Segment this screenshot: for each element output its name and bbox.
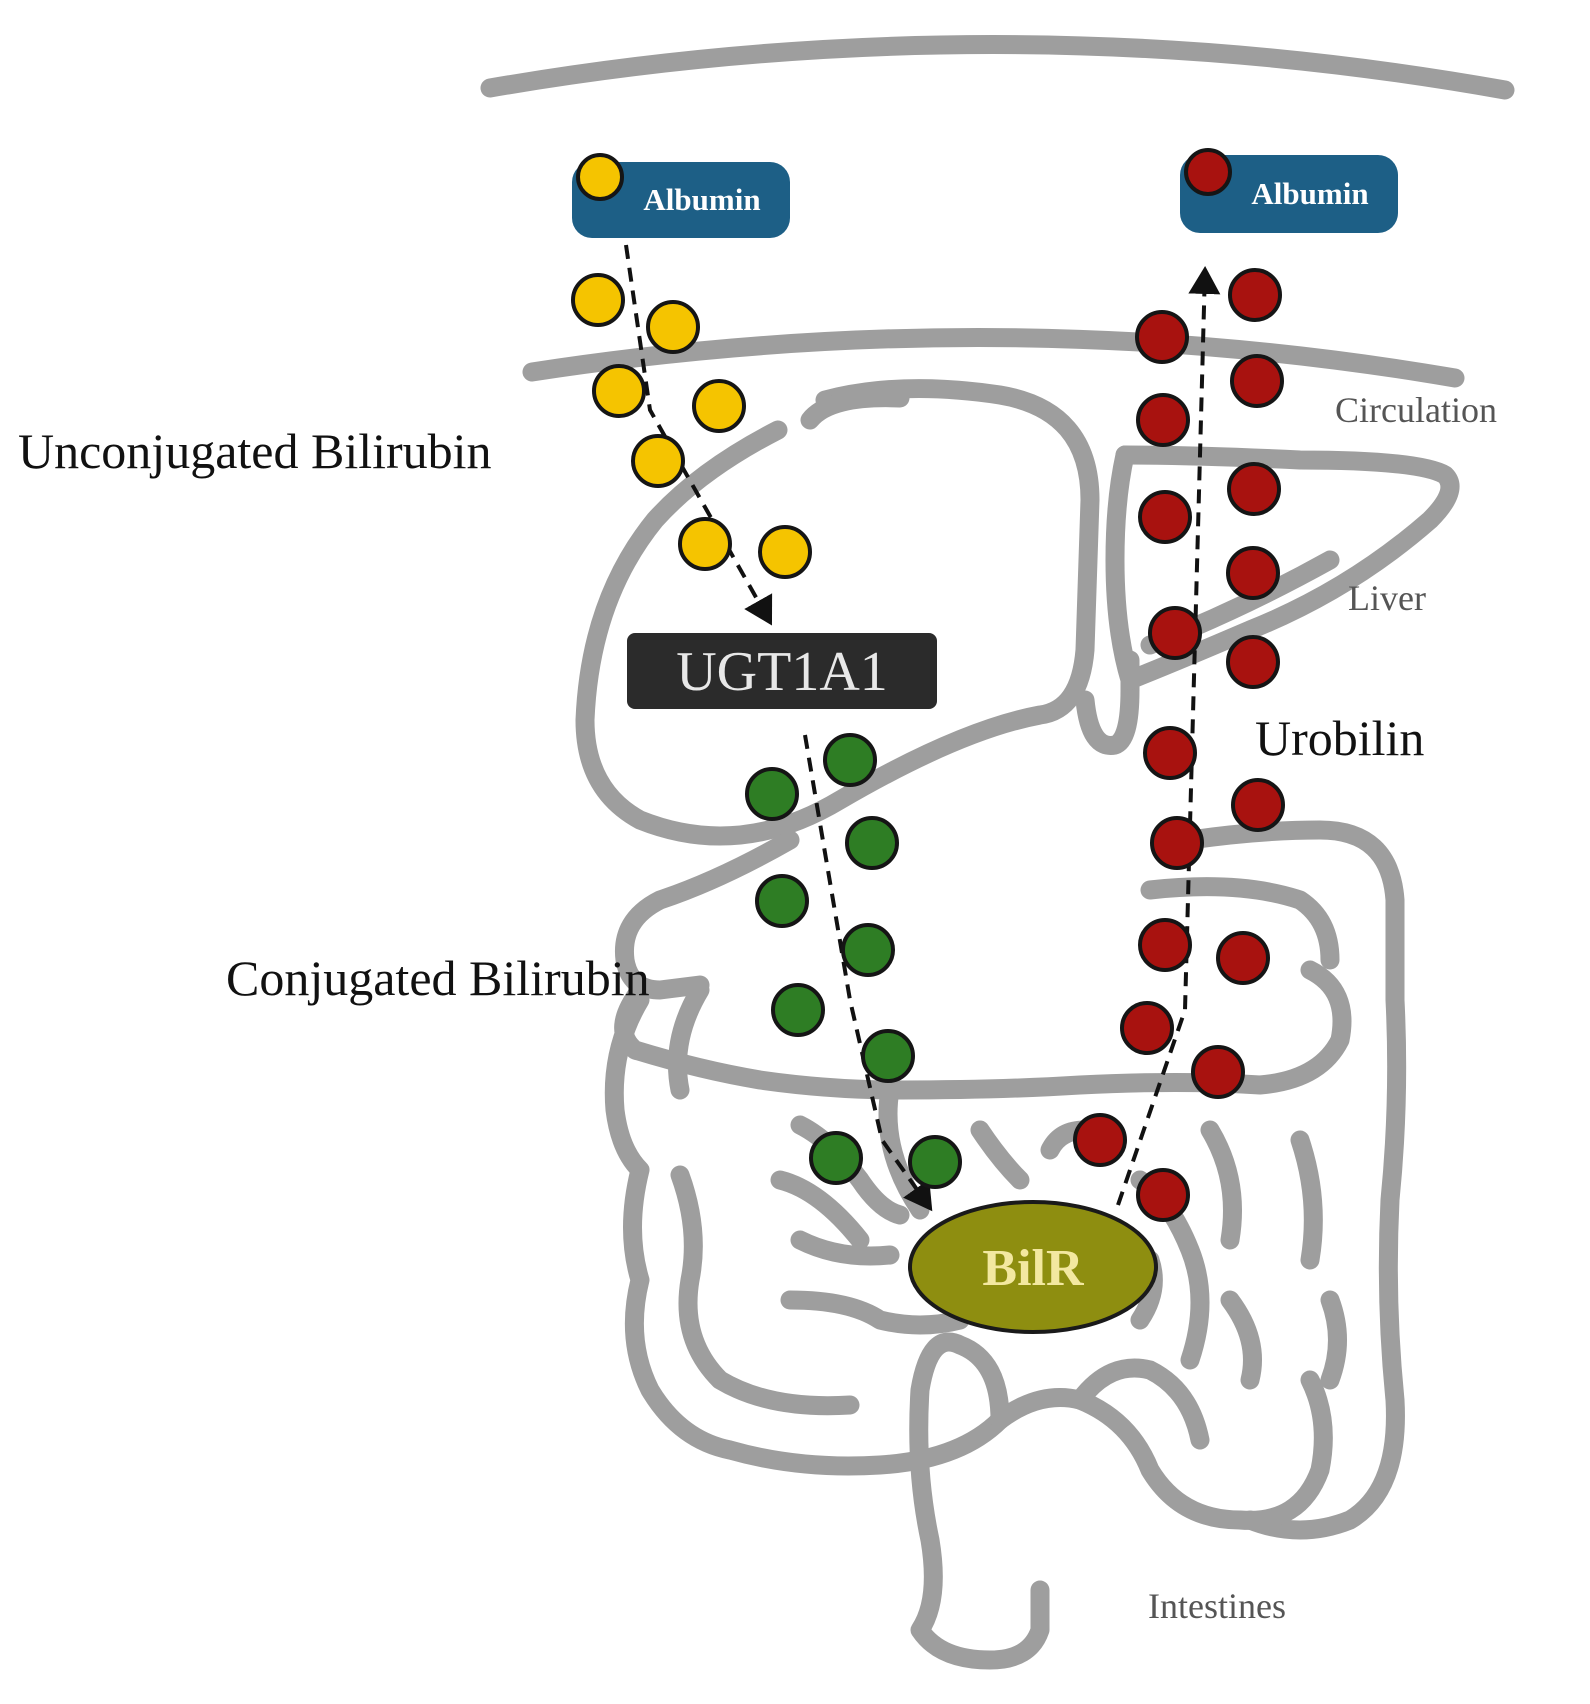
albumin-right-body (1180, 155, 1398, 233)
conjugated-bilirubin-molecule (745, 767, 799, 821)
albumin-left: Albumin (572, 153, 790, 238)
conjugated-bilirubin-molecule (809, 1131, 863, 1185)
conjugated-bilirubin-molecules (745, 733, 962, 1189)
urobilin-molecule (1228, 268, 1282, 322)
unconjugated-bilirubin-molecule (592, 364, 646, 418)
unconjugated-bilirubin-molecule (646, 300, 700, 354)
urobilin-molecule (1191, 1045, 1245, 1099)
unconjugated-bilirubin-molecule (631, 434, 685, 488)
bilr-ellipse (908, 1200, 1158, 1334)
unconjugated-bilirubin-molecules (571, 273, 812, 579)
label-unconjugated-bilirubin: Unconjugated Bilirubin (18, 423, 492, 479)
unconjugated-bilirubin-molecule (571, 273, 625, 327)
urobilin-molecule (1135, 310, 1189, 364)
circulation-outer-arc (480, 35, 1515, 100)
conjugated-bilirubin-molecule (861, 1029, 915, 1083)
conjugated-bilirubin-molecule (771, 983, 825, 1037)
ugt1a1-box (627, 633, 937, 709)
conjugated-bilirubin-molecule (908, 1135, 962, 1189)
label-urobilin: Urobilin (1255, 710, 1424, 766)
urobilin-molecule (1148, 606, 1202, 660)
label-conjugated-bilirubin: Conjugated Bilirubin (226, 950, 650, 1006)
urobilin-molecules (1073, 268, 1285, 1222)
circulation-inner-arc (522, 327, 1465, 388)
conjugated-bilirubin-molecule (841, 923, 895, 977)
urobilin-molecule (1230, 354, 1284, 408)
ugt1a1-label: UGT1A1 (676, 641, 888, 703)
unconjugated-bilirubin-molecule (758, 525, 812, 579)
urobilin-molecule (1136, 1168, 1190, 1222)
urobilin-molecule (1136, 393, 1190, 447)
conjugated-bilirubin-molecule (845, 816, 899, 870)
liver-outline (575, 379, 1460, 846)
label-circulation: Circulation (1335, 390, 1497, 430)
albumin-left-bilirubin-molecule (576, 153, 624, 201)
intestines-outline (604, 820, 1407, 1670)
urobilin-molecule (1150, 816, 1204, 870)
ugt1a1-enzyme: UGT1A1 (627, 633, 937, 709)
urobilin-molecule (1120, 1001, 1174, 1055)
urobilin-molecule (1216, 931, 1270, 985)
urobilin-molecule (1227, 462, 1281, 516)
bilr-enzyme: BilR (908, 1200, 1158, 1334)
urobilin-molecule (1143, 726, 1197, 780)
label-intestines: Intestines (1148, 1586, 1286, 1626)
conjugated-bilirubin-molecule (755, 874, 809, 928)
unconjugated-bilirubin-molecule (692, 379, 746, 433)
urobilin-molecule (1073, 1113, 1127, 1167)
bilr-label: BilR (982, 1240, 1085, 1297)
albumin-right-urobilin-molecule (1184, 148, 1232, 196)
urobilin-molecule (1226, 546, 1280, 600)
albumin-left-label: Albumin (643, 182, 760, 217)
label-liver: Liver (1348, 578, 1426, 618)
arrow-bilr-to-albumin (1116, 266, 1221, 1206)
albumin-right: Albumin (1180, 148, 1398, 233)
urobilin-molecule (1138, 918, 1192, 972)
albumin-left-body (572, 162, 790, 238)
unconjugated-bilirubin-molecule (678, 517, 732, 571)
urobilin-molecule (1138, 490, 1192, 544)
urobilin-molecule (1226, 635, 1280, 689)
conjugated-bilirubin-molecule (823, 733, 877, 787)
albumin-right-label: Albumin (1251, 176, 1368, 211)
urobilin-molecule (1231, 778, 1285, 832)
